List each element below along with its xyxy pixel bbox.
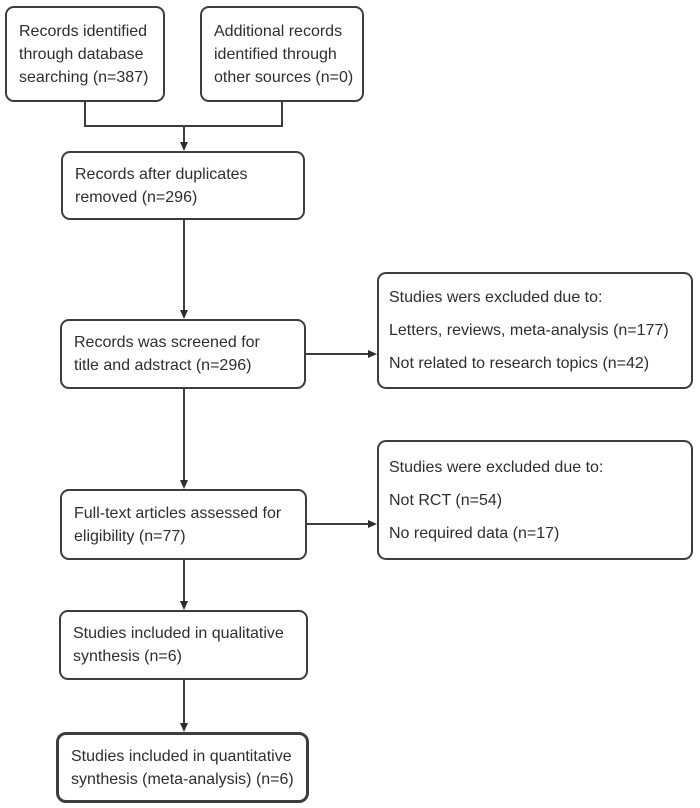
node-text-line: Not related to research topics (n=42)	[389, 355, 650, 372]
node-text-line: Studies wers excluded due to:	[389, 289, 603, 306]
arrow-down-icon	[180, 480, 188, 489]
node-text-line: synthesis (meta-analysis) (n=6)	[71, 770, 294, 788]
node-text-line: Full-text articles assessed for	[74, 504, 282, 522]
arrow-right-icon	[368, 350, 377, 358]
node-records-screened: Records was screened for title and adstr…	[60, 319, 306, 389]
arrow-right-icon	[368, 520, 377, 528]
arrow-down-icon	[180, 142, 188, 151]
node-text-line: Letters, reviews, meta-analysis (n=177)	[389, 322, 669, 339]
node-text-line: Studies were excluded due to:	[389, 458, 604, 476]
connector-line	[183, 560, 185, 602]
node-text-line: Records identified	[19, 22, 148, 40]
connector-line	[183, 389, 185, 481]
node-quantitative-synthesis: Studies included in quantitative synthes…	[56, 732, 309, 803]
node-excluded-screening: Studies wers excluded due to: Letters, r…	[377, 272, 693, 389]
node-text-line: removed (n=296)	[75, 188, 198, 206]
arrow-down-icon	[180, 601, 188, 610]
node-text-line: searching (n=387)	[19, 68, 149, 86]
node-records-identified-database: Records identified through database sear…	[5, 6, 165, 102]
node-text-line: eligibility (n=77)	[74, 527, 186, 545]
node-text-line: title and adstract (n=296)	[74, 357, 252, 374]
node-text-line: identified through	[214, 45, 337, 63]
node-text-line: Studies included in qualitative	[73, 625, 284, 642]
connector-line	[84, 102, 86, 127]
arrow-down-icon	[180, 310, 188, 319]
connector-line	[183, 220, 185, 311]
node-text-line: Not RCT (n=54)	[389, 491, 503, 509]
node-additional-records-other-sources: Additional records identified through ot…	[200, 6, 364, 102]
connector-line	[307, 523, 368, 525]
connector-line	[306, 353, 368, 355]
node-text-line: Studies included in quantitative	[71, 747, 292, 765]
node-text-line: other sources (n=0)	[214, 68, 354, 86]
node-text-line: synthesis (n=6)	[73, 648, 182, 665]
node-text-line: through database	[19, 45, 144, 63]
node-records-after-duplicates: Records after duplicates removed (n=296)	[61, 151, 305, 220]
node-text-line: Records after duplicates	[75, 165, 248, 183]
connector-line	[183, 680, 185, 724]
node-text-line: Records was screened for	[74, 334, 260, 351]
connector-line	[183, 125, 185, 143]
node-fulltext-assessed: Full-text articles assessed for eligibil…	[60, 489, 307, 560]
arrow-down-icon	[180, 723, 188, 732]
connector-line	[281, 102, 283, 127]
node-excluded-fulltext: Studies were excluded due to: Not RCT (n…	[377, 440, 693, 560]
node-qualitative-synthesis: Studies included in qualitative synthesi…	[59, 610, 308, 680]
node-text-line: No required data (n=17)	[389, 524, 560, 542]
node-text-line: Additional records	[214, 22, 343, 40]
